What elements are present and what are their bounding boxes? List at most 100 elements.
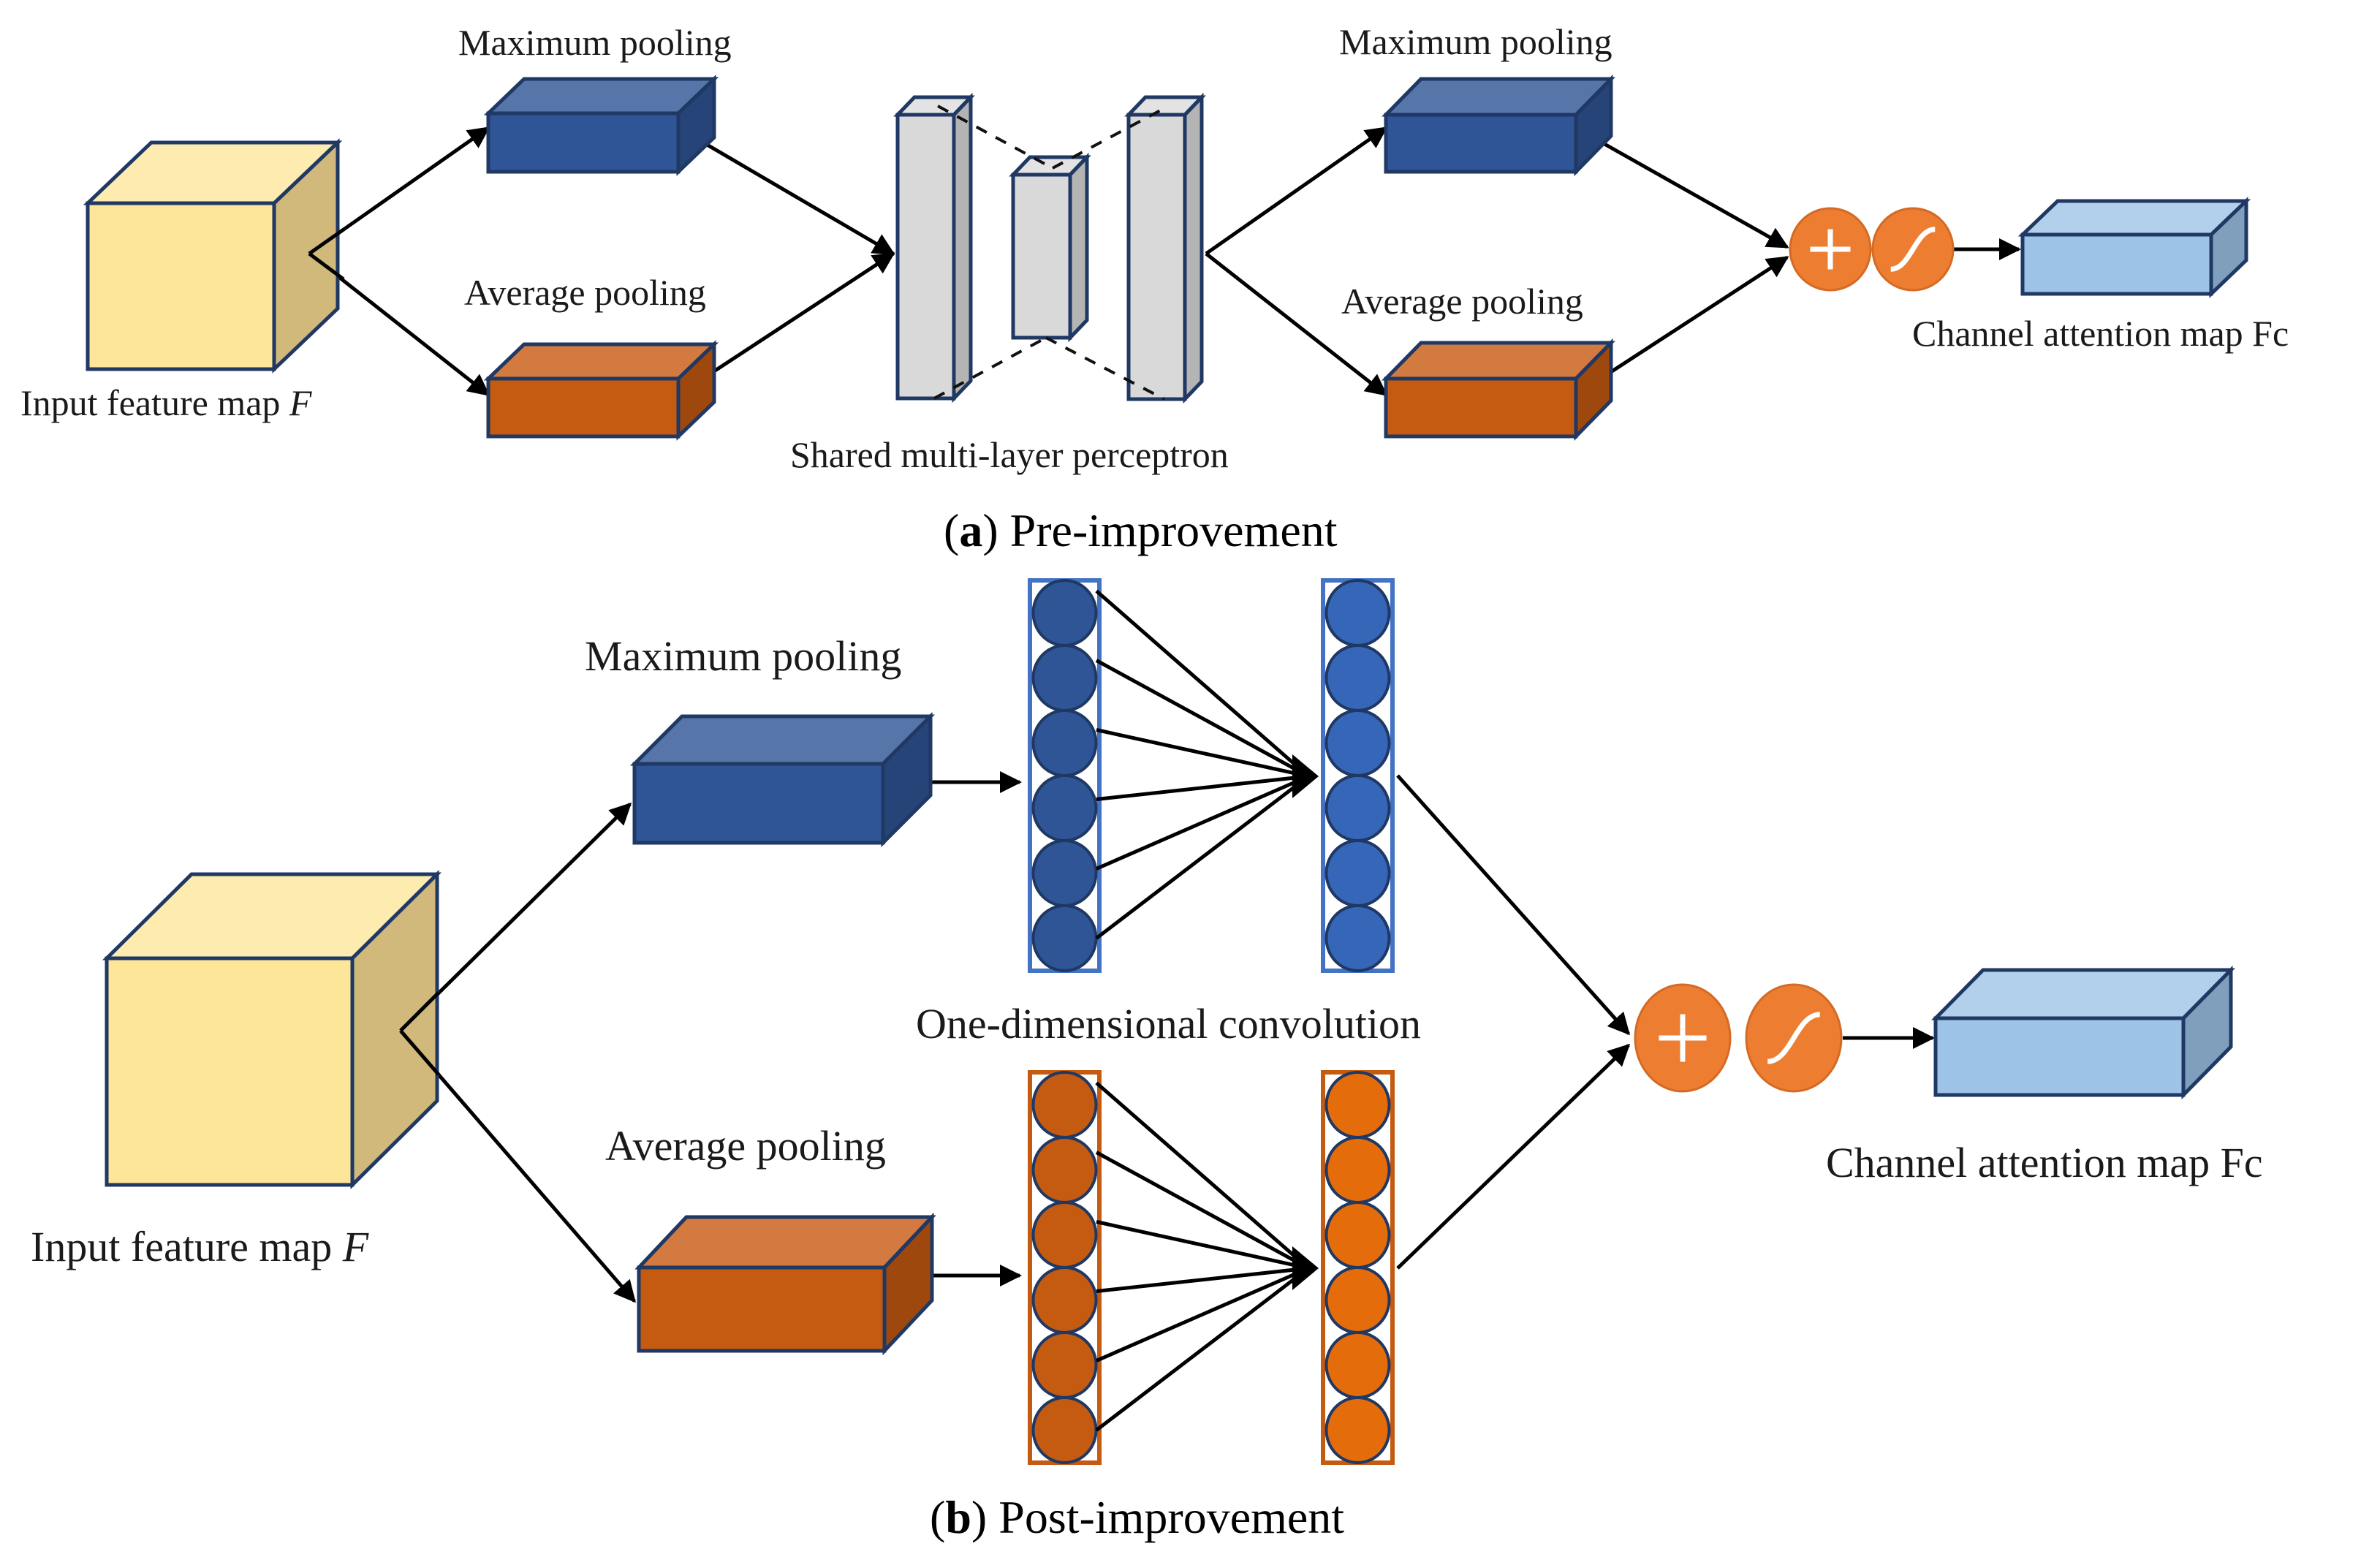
sigmoid-operator <box>1871 207 1955 292</box>
caption-a-letter: a <box>959 504 982 556</box>
convergence-arrowhead <box>1292 1246 1319 1290</box>
convergence-arrowhead <box>1292 754 1319 798</box>
panel-a-shapes <box>83 74 2251 442</box>
neuron <box>1031 1266 1098 1334</box>
mlp-layer-output <box>1124 92 1206 404</box>
label-input-text-b: Input feature map <box>31 1223 343 1270</box>
neuron <box>1324 1266 1391 1334</box>
conv-output-column-orange <box>1321 1070 1395 1465</box>
label-one-dimensional-convolution: One-dimensional convolution <box>916 1000 1421 1047</box>
connection-line <box>1096 1220 1309 1270</box>
label-avg-pooling-left: Average pooling <box>464 272 706 313</box>
caption-b-close: ) <box>971 1491 998 1543</box>
max-pooling-box-left-front-face <box>486 111 681 174</box>
arrow-mlp-to-maxpool <box>1205 126 1388 256</box>
neuron <box>1031 579 1098 647</box>
avg-pooling-box-b-front-face <box>637 1265 887 1353</box>
label-input-feature-map: Input feature map F <box>20 382 312 423</box>
connection-line <box>1096 1266 1309 1293</box>
channel-attention-output-box-top-face <box>2017 199 2251 237</box>
mlp-layer-input <box>893 92 975 403</box>
avg-pooling-box-left-top-face <box>483 342 719 381</box>
neuron <box>1324 1331 1391 1399</box>
mlp-layer-input-side-face <box>952 92 973 403</box>
label-channel-attention-map: Channel attention map Fc <box>1912 313 2289 354</box>
channel-attention-output-box <box>2017 197 2251 298</box>
panel-b-shapes <box>102 578 2235 1465</box>
connection-line <box>1095 1151 1310 1270</box>
connection-line <box>1095 589 1310 778</box>
neuron <box>1324 644 1391 712</box>
avg-pooling-box-right-front-face <box>1384 376 1578 439</box>
conv-output-column-blue <box>1321 578 1395 973</box>
max-pooling-box-b-front-face <box>632 762 885 845</box>
max-pooling-box-b <box>629 711 936 848</box>
conv-input-column-orange <box>1028 1070 1102 1465</box>
neuron <box>1031 1396 1098 1464</box>
label-max-pooling-left: Maximum pooling <box>458 22 732 63</box>
label-input-variable: F <box>289 382 312 423</box>
max-pooling-box-b-top-face <box>629 714 936 766</box>
neuron <box>1324 1071 1391 1139</box>
connection-line <box>1096 774 1309 801</box>
avg-pooling-box-b-top-face <box>634 1215 936 1270</box>
label-max-pooling: Maximum pooling <box>585 632 901 680</box>
label-max-pooling-right: Maximum pooling <box>1339 21 1612 62</box>
label-avg-pooling-right: Average pooling <box>1341 281 1583 322</box>
conv-input-column-blue <box>1028 578 1102 973</box>
caption-a-text: Pre-improvement <box>1010 504 1338 556</box>
neuron <box>1324 1201 1391 1269</box>
neuron <box>1031 1136 1098 1204</box>
arrow-conv-max-to-add <box>1396 774 1631 1036</box>
neuron <box>1324 709 1391 777</box>
neuron <box>1324 839 1391 907</box>
connection-line <box>1095 1081 1310 1270</box>
mlp-layer-hidden <box>1009 152 1091 343</box>
input-feature-cube-b <box>102 870 442 1189</box>
max-pooling-box-left-top-face <box>483 77 719 115</box>
panel-b-post-improvement: Maximum pooling Average pooling One-dime… <box>31 578 2263 1543</box>
add-icon <box>1810 229 1851 270</box>
neuron <box>1031 839 1098 907</box>
connection-line <box>1096 774 1309 871</box>
mlp-layer-output-side-face <box>1183 92 1204 404</box>
neuron <box>1031 774 1098 842</box>
label-input-text: Input feature map <box>20 382 289 423</box>
input-feature-cube-front-face <box>86 201 276 371</box>
sigmoid-icon <box>1767 1012 1821 1064</box>
sigmoid-icon <box>1890 227 1936 272</box>
connection-line <box>1095 775 1310 940</box>
add-operator <box>1634 983 1732 1093</box>
label-channel-attention-map-b: Channel attention map Fc <box>1826 1139 2263 1186</box>
caption-a-close: ) <box>982 504 1009 556</box>
mlp-layer-hidden-front-face <box>1011 173 1072 340</box>
avg-pooling-box-right-top-face <box>1382 341 1615 381</box>
arrow-mlp-to-avgpool <box>1205 252 1388 396</box>
label-shared-mlp: Shared multi-layer perceptron <box>790 434 1229 475</box>
input-feature-cube-b-front-face <box>105 956 355 1187</box>
sigmoid-operator <box>1745 983 1843 1093</box>
neuron <box>1324 1136 1391 1204</box>
neuron <box>1031 709 1098 777</box>
connection-line <box>1095 659 1310 778</box>
channel-attention-output-box-b <box>1931 965 2235 1100</box>
add-operator <box>1789 207 1872 292</box>
max-pooling-box-right-front-face <box>1384 113 1578 174</box>
arrow-input-to-avgpool-b <box>399 1029 636 1303</box>
avg-pooling-box-left-front-face <box>486 376 681 439</box>
add-icon <box>1659 1014 1707 1062</box>
mlp-dash-4 <box>1045 336 1165 401</box>
avg-pooling-box-b <box>634 1212 936 1356</box>
arrow-maxpool-to-mlp <box>677 126 895 256</box>
label-input-variable-b: F <box>342 1223 369 1270</box>
caption-b: (b) Post-improvement <box>930 1491 1344 1543</box>
neuron <box>1324 904 1391 972</box>
caption-b-open: ( <box>930 1491 945 1543</box>
channel-attention-output-box-front-face <box>2020 232 2213 296</box>
neuron <box>1031 1331 1098 1399</box>
avg-pooling-box-right <box>1382 338 1615 442</box>
avg-pooling-box-left <box>483 340 719 441</box>
input-branch-upper-b <box>399 991 440 1032</box>
connection-line <box>1096 1266 1309 1363</box>
